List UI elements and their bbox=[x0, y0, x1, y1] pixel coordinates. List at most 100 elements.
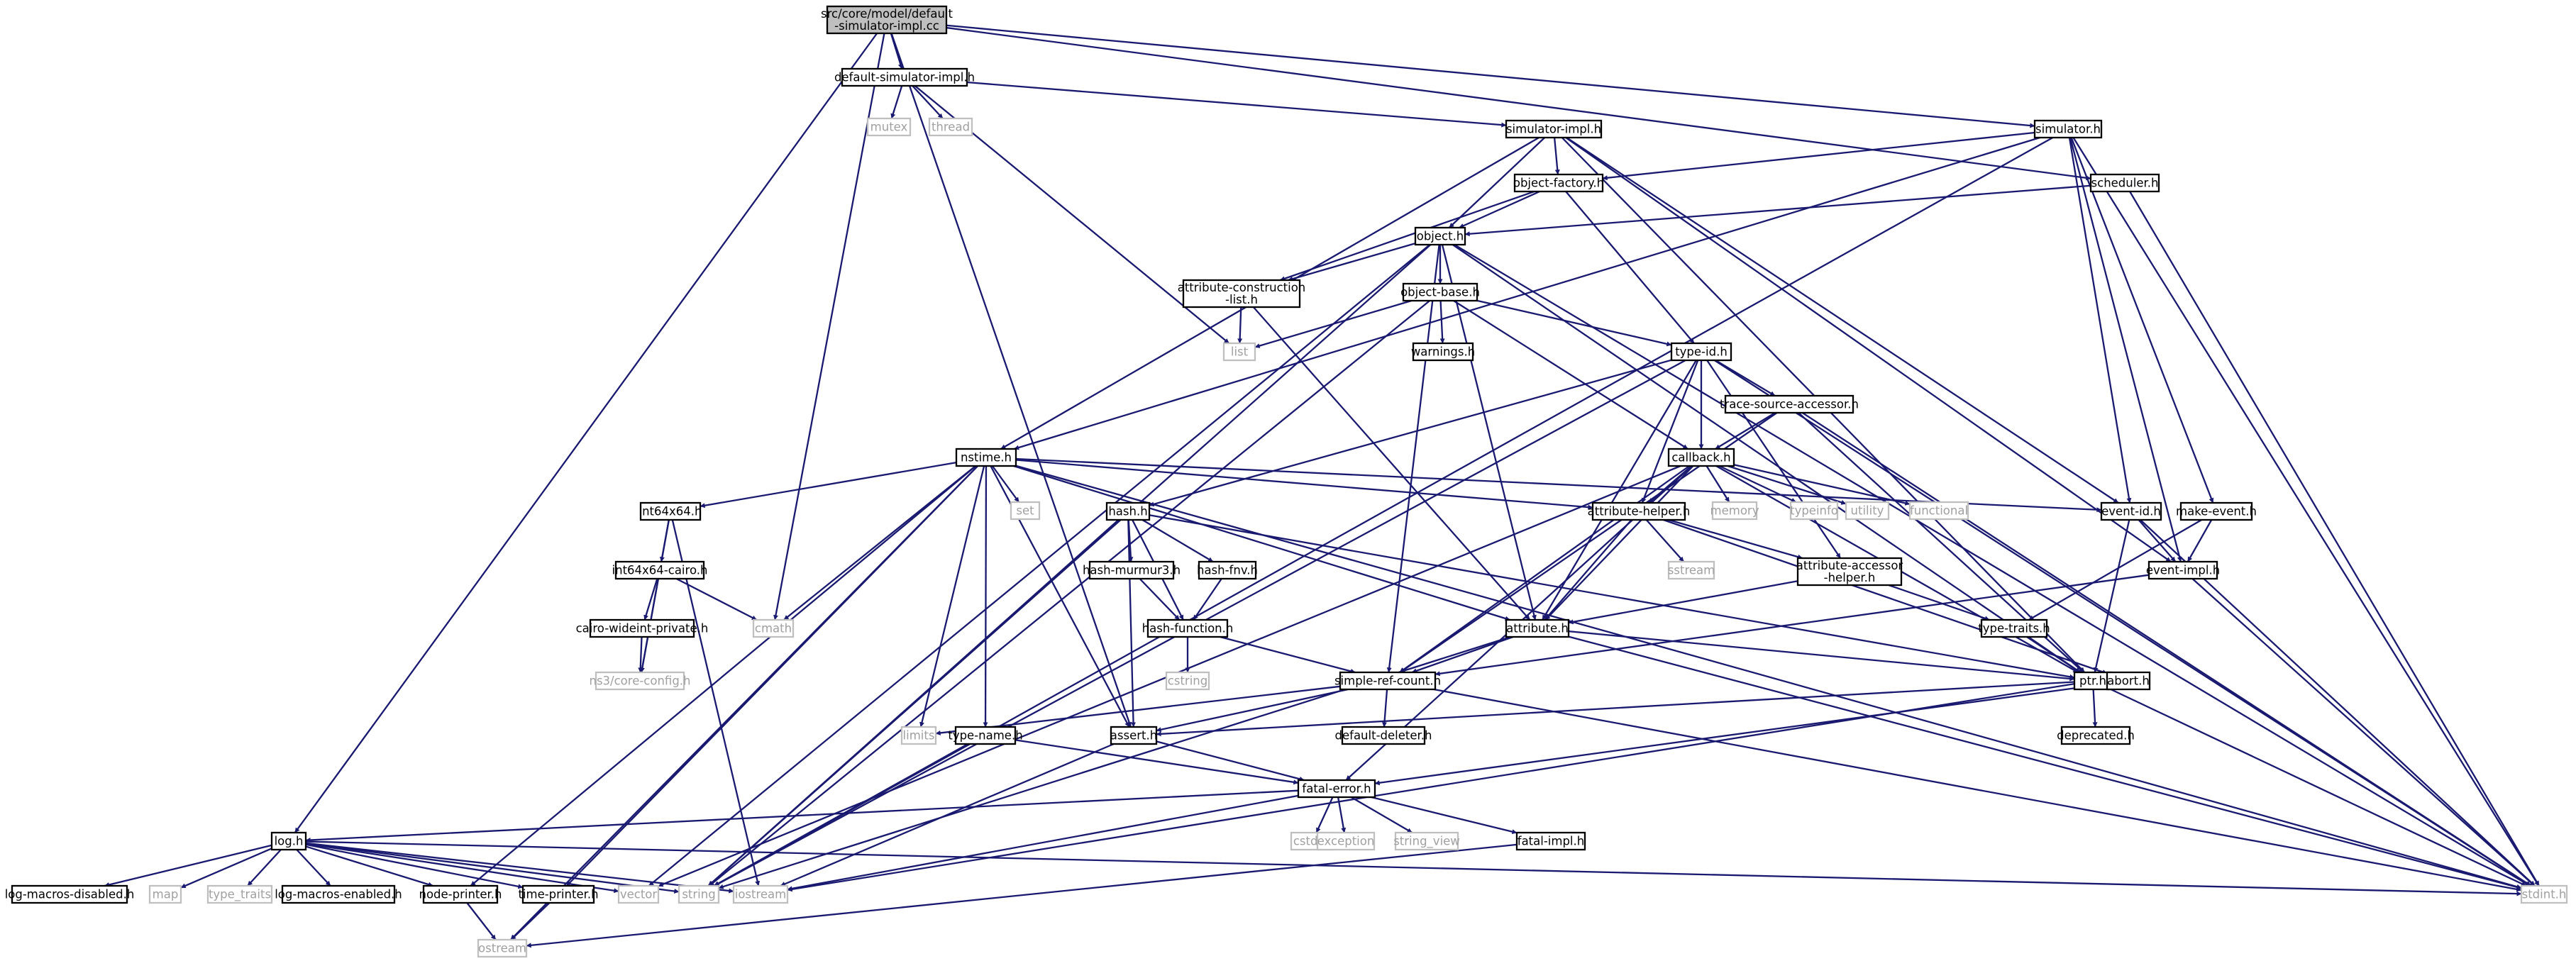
node-int64x64[interactable]: int64x64.h bbox=[639, 501, 702, 521]
edge-hash-to-fnv bbox=[1141, 519, 1214, 562]
node-label: hash-function.h bbox=[1142, 622, 1234, 635]
node-cairo[interactable]: int64x64-cairo.h bbox=[612, 560, 708, 580]
edge-log-to-string bbox=[305, 842, 680, 894]
edge-typename-to-fatalerror bbox=[1015, 739, 1299, 785]
node-box bbox=[1724, 394, 1854, 414]
node-tsa[interactable]: trace-source-accessor.h bbox=[1720, 394, 1859, 414]
node-iostream: iostream bbox=[732, 884, 789, 904]
node-deprecated[interactable]: deprecated.h bbox=[2057, 726, 2135, 745]
node-fnv[interactable]: hash-fnv.h bbox=[1197, 560, 1258, 580]
edge-eventimpl-to-stdint bbox=[2191, 578, 2536, 887]
node-log[interactable]: log.h bbox=[270, 831, 307, 851]
node-ostream: ostream bbox=[477, 938, 528, 958]
node-timeprinter[interactable]: time-printer.h bbox=[518, 884, 599, 904]
node-ptr[interactable]: ptr.h bbox=[2073, 671, 2113, 691]
node-fatalimpl[interactable]: fatal-impl.h bbox=[1515, 831, 1586, 851]
node-typename[interactable]: type-name.h bbox=[948, 726, 1023, 745]
node-attracc[interactable]: attribute-accessor-helper.h bbox=[1796, 557, 1903, 587]
node-hash[interactable]: hash.h bbox=[1105, 501, 1151, 521]
node-eventimpl[interactable]: event-impl.h bbox=[2146, 560, 2220, 580]
edge-dsi-to-mutex bbox=[890, 85, 903, 119]
node-simimpl[interactable]: simulator-impl.h bbox=[1505, 119, 1603, 139]
edge-log-to-type_traits bbox=[247, 849, 282, 887]
node-label: src/core/model/default bbox=[821, 7, 953, 21]
node-label: memory bbox=[1710, 504, 1759, 518]
edge-typeid-to-attracc bbox=[1706, 360, 1842, 559]
node-box bbox=[1505, 119, 1603, 139]
node-label: log.h bbox=[275, 835, 304, 848]
node-label: sstream bbox=[1668, 564, 1715, 577]
node-label: hash-murmur3.h bbox=[1083, 564, 1181, 577]
node-hashfn[interactable]: hash-function.h bbox=[1142, 618, 1234, 638]
node-box bbox=[2179, 501, 2253, 521]
node-label: type-name.h bbox=[948, 729, 1022, 743]
node-assert[interactable]: assert.h bbox=[1110, 726, 1157, 745]
node-lmd[interactable]: log-macros-disabled.h bbox=[5, 884, 135, 904]
node-root[interactable]: src/core/model/default-simulator-impl.cc bbox=[821, 5, 953, 35]
edge-scheduler-to-stdint bbox=[2129, 191, 2540, 887]
edge-nodeprinter-to-ostream bbox=[466, 902, 497, 940]
node-box bbox=[1165, 671, 1210, 691]
edge-log-to-timeprinter bbox=[305, 843, 524, 889]
edge-nstime-to-set bbox=[991, 465, 1020, 503]
edge-simimpl-to-object bbox=[1448, 137, 1546, 228]
edge-object-to-attribute bbox=[1441, 244, 1537, 621]
edge-object-to-src bbox=[1386, 244, 1440, 673]
node-box bbox=[1908, 501, 1969, 521]
node-dsi[interactable]: default-simulator-impl.h bbox=[834, 67, 975, 87]
node-abort[interactable]: abort.h bbox=[2106, 671, 2151, 691]
node-attrhelper[interactable]: attribute-helper.h bbox=[1588, 501, 1691, 521]
node-box bbox=[589, 618, 695, 638]
node-box bbox=[2147, 560, 2218, 580]
node-lme[interactable]: log-macros-enabled.h bbox=[275, 884, 402, 904]
node-typeid[interactable]: type-id.h bbox=[1670, 342, 1732, 362]
node-murmur[interactable]: hash-murmur3.h bbox=[1083, 560, 1181, 580]
edge-nstime-to-int64x64 bbox=[700, 462, 957, 509]
node-box bbox=[148, 884, 182, 904]
node-nstime[interactable]: nstime.h bbox=[955, 448, 1017, 467]
edge-nstime-to-limits bbox=[919, 465, 985, 728]
node-box bbox=[1711, 501, 1758, 521]
node-object[interactable]: object.h bbox=[1414, 226, 1466, 246]
node-label: object-factory.h bbox=[1513, 177, 1604, 190]
node-attrconst[interactable]: attribute-construction-list.h bbox=[1178, 279, 1306, 309]
node-objfactory[interactable]: object-factory.h bbox=[1513, 173, 1604, 193]
edge-log-to-vector bbox=[305, 843, 619, 894]
node-label: iostream bbox=[735, 888, 787, 901]
node-limits: limits bbox=[900, 726, 937, 745]
edge-object-to-vector bbox=[648, 244, 1431, 887]
node-simulator[interactable]: simulator.h bbox=[2033, 119, 2103, 139]
node-eventid[interactable]: event-id.h bbox=[2100, 501, 2162, 521]
node-makeevent[interactable]: make-event.h bbox=[2176, 501, 2257, 521]
node-attribute[interactable]: attribute.h bbox=[1505, 618, 1570, 638]
node-callback[interactable]: callback.h bbox=[1667, 448, 1735, 467]
node-objbase[interactable]: object-base.h bbox=[1400, 282, 1480, 302]
edge-hashfn-to-src bbox=[1220, 635, 1356, 674]
node-label: time-printer.h bbox=[518, 888, 598, 901]
node-cwp[interactable]: cairo-wideint-private.h bbox=[576, 618, 709, 638]
node-stdint: stdint.h bbox=[2520, 884, 2568, 904]
node-box bbox=[2033, 119, 2103, 139]
node-vector: vector bbox=[617, 884, 660, 904]
node-fatalerror[interactable]: fatal-error.h bbox=[1297, 779, 1376, 799]
node-box bbox=[1670, 342, 1732, 362]
edge-root-to-assert bbox=[890, 33, 1132, 728]
edge-typeid-to-attrhelper bbox=[1641, 360, 1699, 504]
edge-dsi-to-simimpl bbox=[966, 81, 1507, 128]
node-scheduler[interactable]: scheduler.h bbox=[2089, 173, 2160, 193]
edge-nstime-to-cmath bbox=[783, 465, 976, 621]
node-src[interactable]: simple-ref-count.h bbox=[1334, 671, 1441, 691]
node-box bbox=[1980, 618, 2048, 638]
edge-nstime-to-attribute bbox=[1013, 465, 1510, 621]
edge-attracc-to-typetraits bbox=[1888, 584, 1990, 621]
node-warnings[interactable]: warnings.h bbox=[1411, 342, 1475, 362]
node-label: functional bbox=[1910, 504, 1968, 518]
node-label: utility bbox=[1851, 504, 1884, 518]
node-nodeprinter[interactable]: node-printer.h bbox=[419, 884, 502, 904]
node-defdel[interactable]: default-deleter.h bbox=[1335, 726, 1432, 745]
node-typetraits[interactable]: type-traits.h bbox=[1978, 618, 2050, 638]
edge-attrhelper-to-sstream bbox=[1645, 519, 1685, 562]
node-box bbox=[954, 726, 1017, 745]
node-label: fatal-error.h bbox=[1302, 782, 1371, 796]
